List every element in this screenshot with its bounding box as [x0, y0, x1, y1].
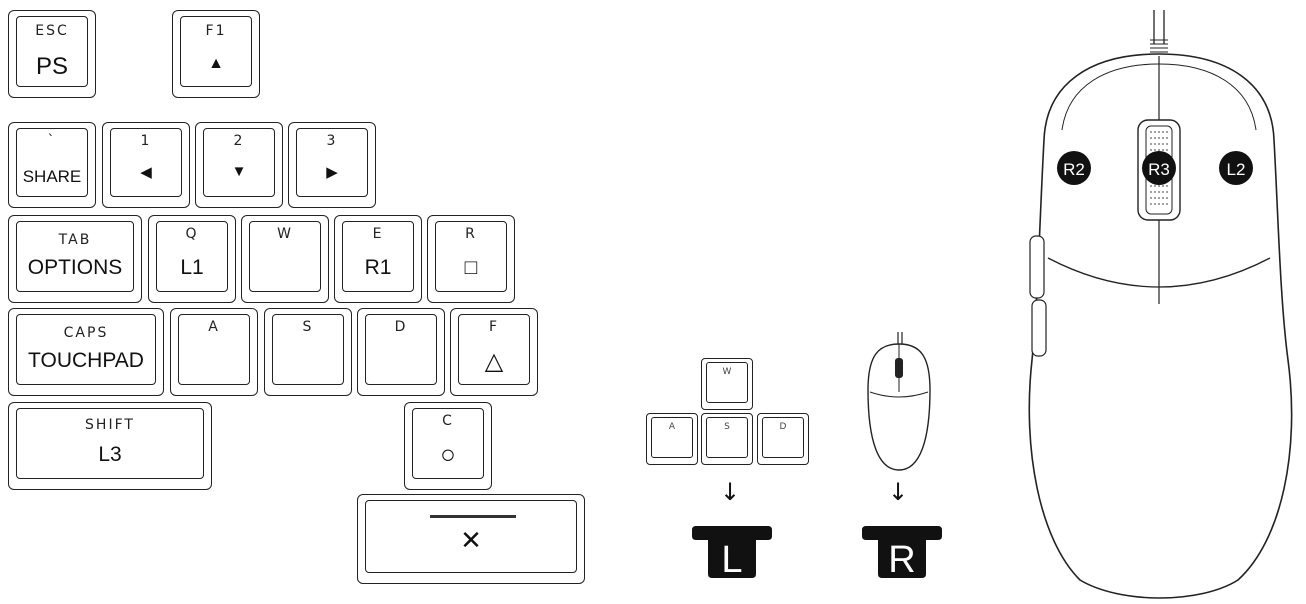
key-r: R □ — [427, 215, 515, 303]
key-tab: TAB OPTIONS — [8, 215, 142, 303]
mini-key-a: A — [646, 413, 698, 465]
left-stick-icon: L — [692, 526, 772, 580]
key-2-legend: 2 — [233, 133, 245, 149]
key-3-legend: 3 — [326, 133, 338, 149]
key-grave-mapping: SHARE — [22, 167, 82, 186]
mini-key-w: W — [701, 358, 753, 410]
mini-key-s: S — [701, 413, 753, 465]
key-c: C ○ — [404, 402, 492, 490]
key-1: 1 ◀ — [102, 122, 190, 208]
left-stick-label: L — [721, 539, 742, 580]
key-f-mapping: △ — [484, 348, 504, 375]
key-r-legend: R — [465, 226, 477, 242]
key-tab-legend: TAB — [58, 232, 92, 248]
key-grave-legend: ` — [47, 133, 57, 149]
key-space: ✕ — [357, 494, 585, 584]
key-f: F △ — [450, 308, 538, 396]
key-e-mapping: R1 — [364, 256, 392, 279]
key-space-mapping: ✕ — [460, 525, 482, 555]
key-d: D — [357, 308, 445, 396]
large-mouse-diagram: R2 R3 L2 — [1028, 10, 1293, 599]
mouse-right-button-label: L2 — [1227, 160, 1246, 179]
key-f1-legend: F1 — [205, 23, 227, 39]
key-2: 2 ▼ — [195, 122, 283, 208]
mini-key-d-label: D — [779, 422, 787, 432]
key-f1: F1 ▲ — [172, 10, 260, 98]
small-mouse-icon — [867, 332, 931, 471]
key-shift: SHIFT L3 — [8, 402, 212, 490]
arrow-down-right-icon: ↓ — [888, 478, 909, 506]
key-d-legend: D — [394, 319, 408, 335]
key-esc-legend: ESC — [35, 23, 69, 39]
key-w-legend: W — [277, 226, 293, 242]
mouse-left-button-label: R2 — [1063, 160, 1085, 179]
key-1-legend: 1 — [140, 133, 152, 149]
key-esc-mapping: PS — [35, 53, 68, 80]
mouse-wheel-label: R3 — [1148, 160, 1170, 179]
mini-key-s-label: S — [724, 422, 730, 432]
key-r-mapping: □ — [464, 256, 478, 279]
mini-key-a-label: A — [668, 422, 676, 432]
key-1-mapping: ◀ — [140, 164, 152, 181]
key-grave: ` SHARE — [8, 122, 96, 208]
key-q: Q L1 — [148, 215, 236, 303]
key-f1-mapping: ▲ — [208, 55, 224, 72]
arrow-down-left-icon: ↓ — [720, 478, 741, 506]
key-w: W — [241, 215, 329, 303]
key-a: A — [170, 308, 258, 396]
key-caps: CAPS TOUCHPAD — [8, 308, 164, 396]
mini-key-w-label: W — [722, 367, 732, 377]
key-e: E R1 — [334, 215, 422, 303]
right-stick-icon: R — [862, 526, 942, 580]
key-c-mapping: ○ — [440, 439, 456, 469]
key-e-legend: E — [372, 226, 384, 242]
space-bar-line — [430, 515, 516, 518]
right-stick-label: R — [888, 539, 915, 580]
key-3-mapping: ▶ — [326, 164, 338, 181]
key-caps-mapping: TOUCHPAD — [28, 349, 144, 372]
key-s-legend: S — [302, 319, 314, 335]
key-q-mapping: L1 — [180, 256, 204, 279]
key-q-legend: Q — [185, 226, 199, 242]
key-esc: ESC PS — [8, 10, 96, 98]
key-c-legend: C — [442, 413, 454, 429]
key-shift-legend: SHIFT — [85, 417, 135, 433]
key-f-legend: F — [488, 319, 500, 335]
key-2-mapping: ▼ — [231, 163, 247, 180]
key-a-legend: A — [208, 319, 220, 335]
mini-key-d: D — [757, 413, 809, 465]
key-3: 3 ▶ — [288, 122, 376, 208]
key-caps-legend: CAPS — [63, 325, 109, 341]
key-shift-mapping: L3 — [98, 443, 122, 466]
key-tab-mapping: OPTIONS — [27, 256, 123, 279]
key-s: S — [264, 308, 352, 396]
